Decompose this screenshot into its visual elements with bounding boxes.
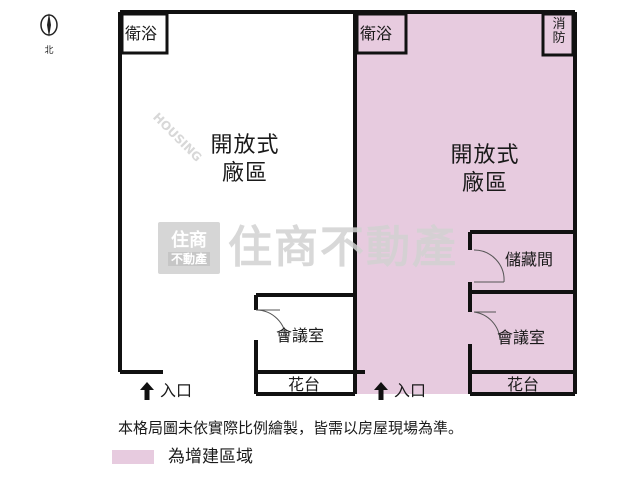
up-arrow-icon bbox=[140, 382, 154, 400]
right-entrance: 入口 bbox=[374, 381, 426, 401]
up-arrow-icon bbox=[374, 382, 388, 400]
fire-equipment-line1: 消 bbox=[552, 17, 566, 32]
north-arrow-icon bbox=[40, 13, 58, 37]
legend-swatch bbox=[112, 450, 154, 464]
left-open-factory-line2: 廠區 bbox=[221, 161, 268, 186]
legend: 為增建區域 bbox=[112, 446, 253, 468]
fire-equipment-label: 消 防 bbox=[549, 18, 569, 46]
left-bathroom-label: 衛浴 bbox=[125, 24, 158, 43]
extension-area bbox=[355, 12, 575, 394]
storage-label: 儲藏間 bbox=[505, 250, 554, 269]
left-open-factory-label: 開放式 廠區 bbox=[190, 132, 300, 188]
watermark-logo-bottom: 不動產 bbox=[167, 252, 210, 266]
left-open-factory-line1: 開放式 bbox=[210, 133, 280, 158]
left-planter-label: 花台 bbox=[288, 375, 321, 394]
compass-label: 北 bbox=[44, 46, 54, 56]
compass: 北 bbox=[38, 10, 60, 56]
right-unit-walls bbox=[355, 10, 577, 396]
right-bathroom-label: 衛浴 bbox=[360, 24, 393, 43]
watermark-brand: 住商不動產 bbox=[228, 222, 458, 273]
right-entrance-label: 入口 bbox=[394, 381, 427, 400]
left-entrance: 入口 bbox=[140, 381, 192, 401]
legend-label: 為增建區域 bbox=[168, 447, 253, 467]
fire-equipment-line2: 防 bbox=[552, 31, 566, 46]
left-entrance-label: 入口 bbox=[160, 381, 193, 400]
right-meeting-room-label: 會議室 bbox=[497, 328, 546, 347]
disclaimer-note: 本格局圖未依實際比例繪製，皆需以房屋現場為準。 bbox=[118, 419, 464, 437]
right-open-factory-line2: 廠區 bbox=[461, 171, 508, 196]
right-open-factory-line1: 開放式 bbox=[450, 143, 520, 168]
watermark-logo: 住商 不動產 bbox=[158, 222, 220, 274]
right-planter-label: 花台 bbox=[507, 375, 540, 394]
left-unit-walls bbox=[118, 10, 357, 396]
left-meeting-room-label: 會議室 bbox=[276, 326, 325, 345]
right-open-factory-label: 開放式 廠區 bbox=[430, 142, 540, 198]
right-meeting-door bbox=[473, 311, 501, 341]
watermark-logo-top: 住商 bbox=[171, 230, 207, 251]
storage-door bbox=[473, 249, 505, 283]
